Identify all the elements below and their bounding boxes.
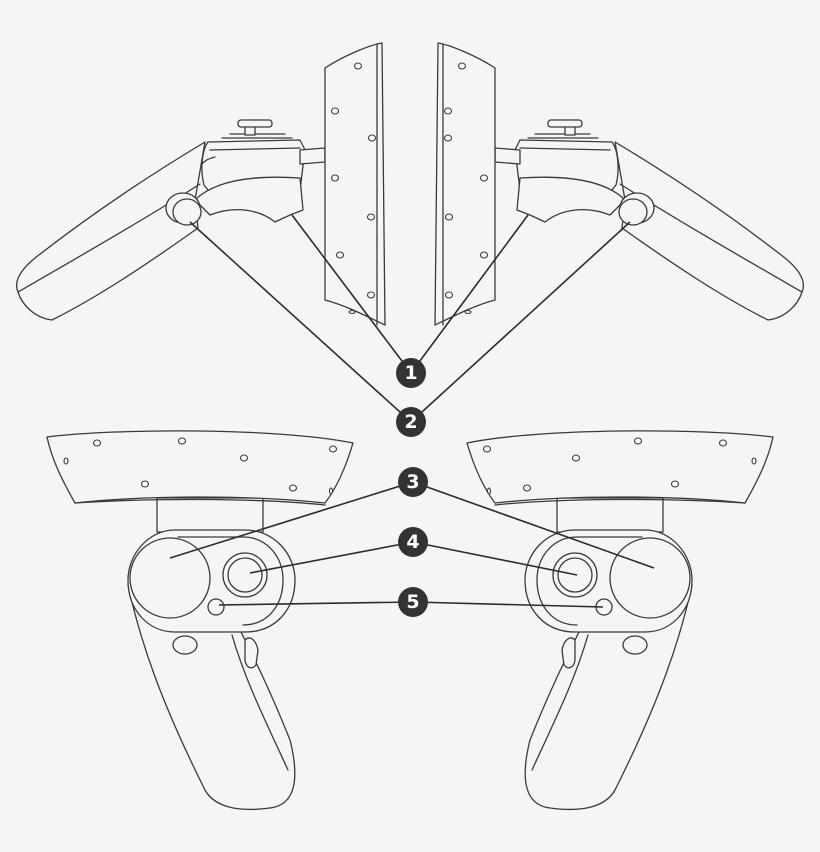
- callout-number: 4: [406, 531, 419, 553]
- bottom-left-controller: [46, 430, 354, 811]
- callout-badge-3: 3: [398, 467, 428, 497]
- top-right-controller: [434, 42, 805, 326]
- callout-number: 3: [406, 471, 419, 493]
- callout-badge-5: 5: [398, 587, 428, 617]
- callout-badge-1: 1: [396, 358, 426, 388]
- callout-number: 2: [404, 411, 417, 433]
- callout-number: 1: [404, 362, 417, 384]
- callout-badge-4: 4: [398, 527, 428, 557]
- bottom-right-controller: [466, 430, 774, 811]
- top-left-controller: [15, 42, 386, 326]
- leader-lines: [169, 214, 655, 608]
- callout-badge-2: 2: [396, 407, 426, 437]
- callout-number: 5: [406, 591, 419, 613]
